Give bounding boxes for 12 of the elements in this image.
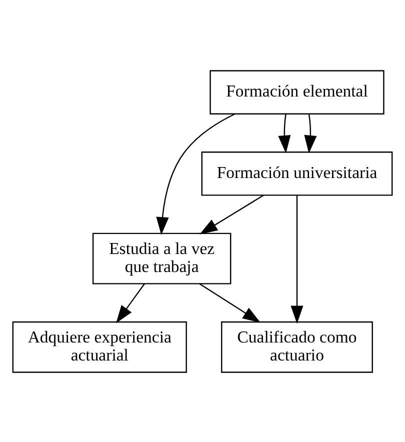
arrow	[304, 114, 317, 153]
node-box: Formación universitaria	[201, 151, 393, 196]
node-box: Cualificado como actuario	[221, 320, 373, 372]
arrow	[156, 112, 236, 235]
arrow	[290, 194, 304, 324]
node-box: Adquiere experiencia actuarial	[12, 320, 187, 372]
node-box: Formación elemental	[210, 70, 384, 114]
arrow	[278, 114, 291, 153]
arrow	[116, 282, 145, 323]
node-box: Estudia a la vez que trabaja	[92, 232, 232, 284]
arrow	[199, 282, 261, 322]
arrow	[200, 194, 264, 234]
